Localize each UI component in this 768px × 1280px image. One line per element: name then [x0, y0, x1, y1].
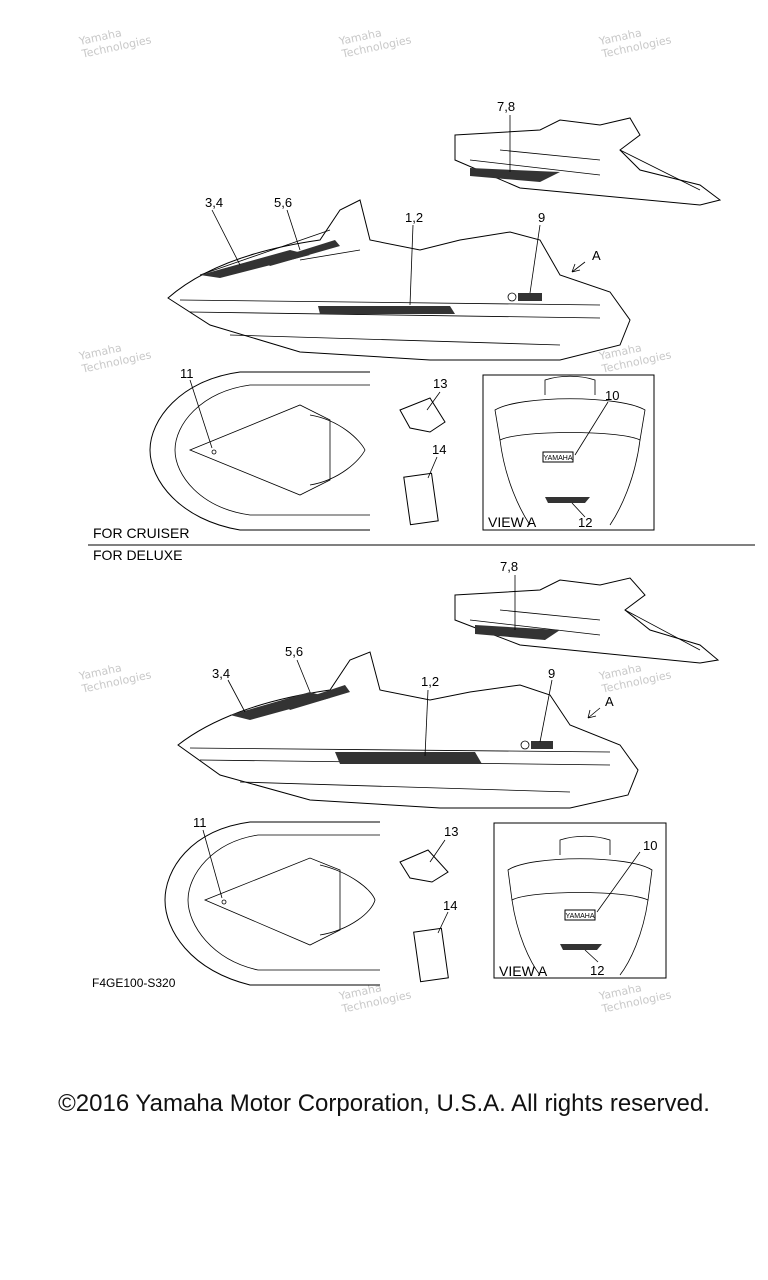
view-arrow-label: A — [592, 248, 601, 263]
view-a-label: VIEW A — [488, 514, 537, 530]
callout-14: 14 — [443, 898, 457, 913]
cruiser-section: 7,8 3,4 5,6 1,2 9 A — [93, 99, 722, 541]
view-a-label: VIEW A — [499, 963, 548, 979]
rear-seat-inset: 7,8 — [454, 559, 720, 664]
side-profile-craft: 3,4 5,6 1,2 9 A — [167, 195, 631, 361]
deluxe-section-label: FOR DELUXE — [93, 547, 182, 563]
loose-parts: 13 14 — [399, 376, 447, 526]
callout-1-2: 1,2 — [405, 210, 423, 225]
view-arrow-label: A — [605, 694, 614, 709]
callout-5-6: 5,6 — [274, 195, 292, 210]
callout-9: 9 — [538, 210, 545, 225]
view-a-box: YAMAHA 10 12 VIEW A — [493, 822, 667, 979]
callout-10: 10 — [605, 388, 619, 403]
callout-1-2: 1,2 — [421, 674, 439, 689]
deluxe-section: FOR DELUXE 7,8 3,4 5,6 1,2 9 — [92, 547, 720, 990]
callout-12: 12 — [590, 963, 604, 978]
callout-5-6: 5,6 — [285, 644, 303, 659]
callout-11: 11 — [193, 815, 207, 830]
callout-12: 12 — [578, 515, 592, 530]
yamaha-badge: YAMAHA — [565, 913, 594, 920]
view-a-box: YAMAHA 10 12 VIEW A — [482, 374, 655, 531]
callout-11: 11 — [180, 366, 194, 381]
cruiser-section-label: FOR CRUISER — [93, 525, 189, 541]
rear-seat-inset: 7,8 — [454, 99, 722, 206]
callout-3-4: 3,4 — [205, 195, 223, 210]
callout-3-4: 3,4 — [212, 666, 230, 681]
callout-10: 10 — [643, 838, 657, 853]
callout-7-8: 7,8 — [497, 99, 515, 114]
copyright-notice: ©2016 Yamaha Motor Corporation, U.S.A. A… — [58, 1090, 710, 1117]
yamaha-badge: YAMAHA — [543, 455, 572, 462]
callout-9: 9 — [548, 666, 555, 681]
side-profile-craft: 3,4 5,6 1,2 9 A — [177, 644, 639, 809]
top-view-craft: 11 — [164, 815, 380, 986]
top-view-craft: 11 — [149, 366, 370, 531]
callout-14: 14 — [432, 442, 446, 457]
loose-parts: 13 14 — [399, 824, 458, 983]
callout-13: 13 — [444, 824, 458, 839]
callout-7-8: 7,8 — [500, 559, 518, 574]
figure-code: F4GE100-S320 — [92, 976, 176, 990]
callout-13: 13 — [433, 376, 447, 391]
